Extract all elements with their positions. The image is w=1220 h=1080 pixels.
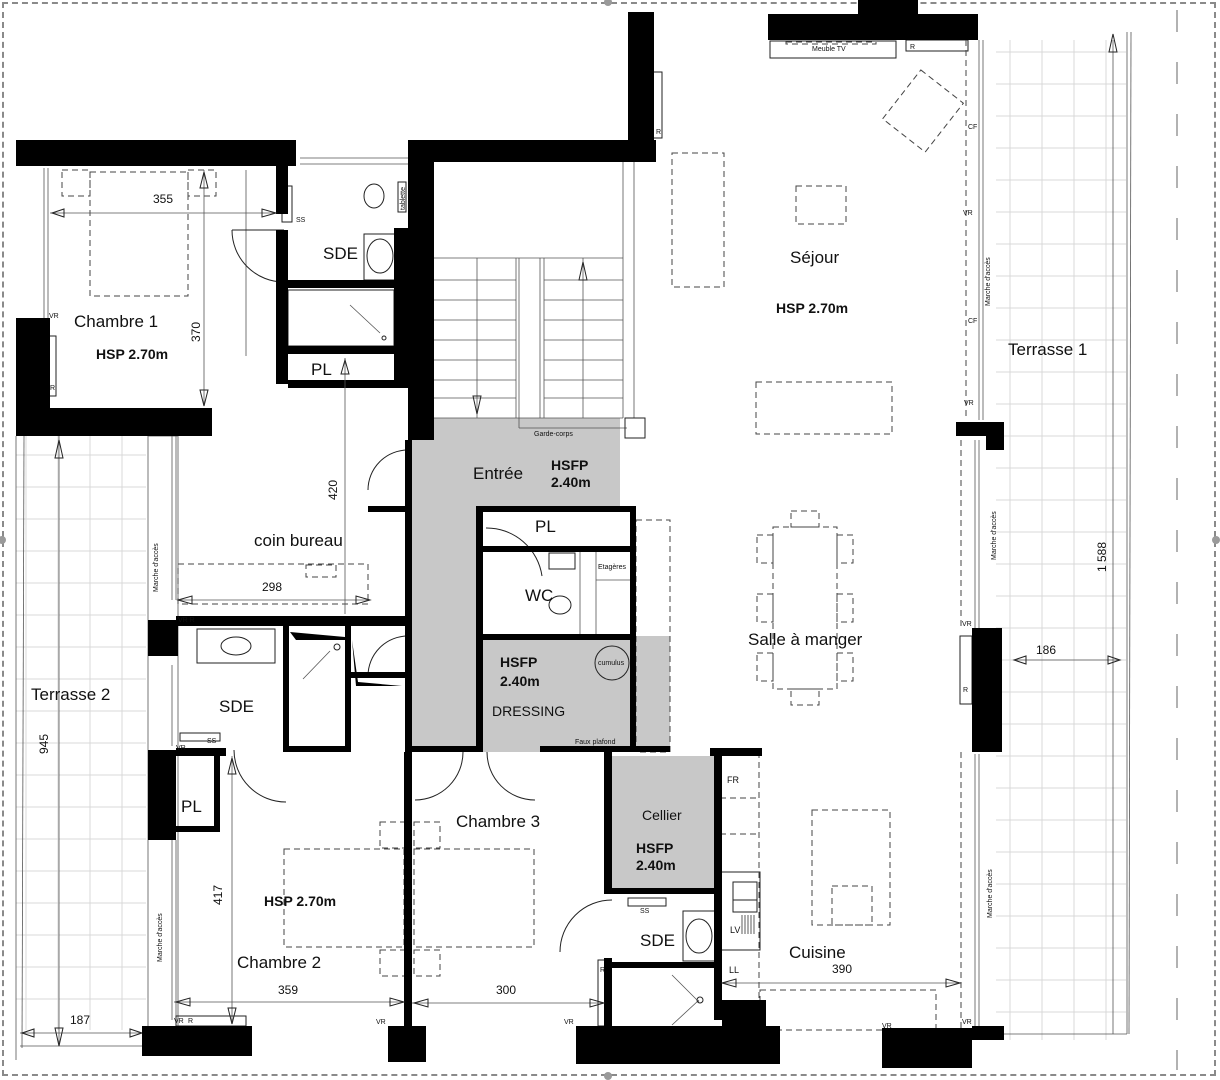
cellier-hsfp: HSFP bbox=[636, 840, 673, 856]
terrasse1-step-1: Marche d'accès bbox=[985, 257, 992, 306]
sde2-label: SDE bbox=[219, 697, 254, 716]
chambre2-r: R bbox=[188, 1018, 193, 1025]
chambre2-vr-2: VR bbox=[376, 1019, 386, 1026]
washer-label: LL bbox=[729, 965, 739, 975]
chambre2-label: Chambre 2 bbox=[237, 953, 321, 972]
cuisine-vr-1: VR bbox=[882, 1023, 892, 1030]
terrace-1-tiles bbox=[996, 10, 1178, 1070]
labels: Chambre 1 HSP 2.70m 355 370 VR R SDE SS … bbox=[31, 44, 1109, 1030]
sejour-r-left: R bbox=[656, 129, 661, 136]
chambre1-dim-w: 355 bbox=[153, 192, 173, 206]
dishwasher-label: LV bbox=[730, 925, 740, 935]
entree-height: 2.40m bbox=[551, 474, 591, 490]
staircase: Garde-corps bbox=[434, 160, 646, 439]
dressing-hsfp: HSFP bbox=[500, 654, 537, 670]
etageres-label: Etagères bbox=[598, 564, 627, 571]
cuisine-vr-2: VR bbox=[962, 1019, 972, 1026]
dressing-shade bbox=[480, 636, 670, 752]
entree-hsfp: HSFP bbox=[551, 457, 588, 473]
terrasse2-step-1: Marche d'accès bbox=[153, 543, 160, 592]
coin-bureau-dim-w: 298 bbox=[262, 580, 282, 594]
chambre3-label: Chambre 3 bbox=[456, 812, 540, 831]
sde2-vr: VR bbox=[176, 745, 186, 752]
sde3-label: SDE bbox=[640, 931, 675, 950]
sejour-cf-2: CF bbox=[968, 318, 977, 325]
furniture bbox=[61, 41, 965, 1031]
cellier-shade bbox=[612, 756, 716, 894]
cellier-label: Cellier bbox=[642, 807, 682, 823]
fridge-label: FR bbox=[727, 775, 739, 785]
terrasse1-dim-length: 1 588 bbox=[1095, 542, 1109, 572]
resize-handle-bottom[interactable] bbox=[604, 1072, 612, 1080]
salle-a-manger-label: Salle à manger bbox=[748, 630, 863, 649]
chambre1-dim-h: 370 bbox=[189, 322, 203, 342]
meuble-tv-label: Meuble TV bbox=[812, 46, 846, 53]
chambre2-dim-h: 417 bbox=[211, 885, 225, 905]
entree-label: Entrée bbox=[473, 464, 523, 483]
chambre3-vr: VR bbox=[564, 1019, 574, 1026]
coin-bureau-vr-r: VR R bbox=[178, 617, 195, 624]
chambre2-vr: VR bbox=[174, 1018, 184, 1025]
sejour-r-top: R bbox=[910, 44, 915, 51]
coin-bureau-dim-h: 420 bbox=[326, 480, 340, 500]
sde3-r: R bbox=[600, 967, 605, 974]
resize-handle-right[interactable] bbox=[1212, 536, 1220, 544]
sde2-ss: SS bbox=[207, 738, 217, 745]
sejour-label: Séjour bbox=[790, 248, 839, 267]
terrace-2-tiles bbox=[15, 435, 179, 1060]
chambre1-r: R bbox=[50, 385, 55, 392]
entree-shade bbox=[412, 418, 620, 752]
terrasse2-dim-length: 945 bbox=[37, 734, 51, 754]
cumulus-label: cumulus bbox=[598, 660, 625, 667]
chambre1-vr: VR bbox=[49, 313, 59, 320]
terrasse2-dim-width: 187 bbox=[70, 1013, 90, 1027]
sde3-ss: SS bbox=[640, 908, 650, 915]
sejour-vr-1: VR bbox=[963, 210, 973, 217]
terrasse2-step-2: Marche d'accès bbox=[157, 913, 164, 962]
salle-r: R bbox=[963, 687, 968, 694]
faux-plafond-label: Faux plafond bbox=[575, 739, 616, 746]
cuisine-dim-w: 390 bbox=[832, 962, 852, 976]
sde1-ss: SS bbox=[296, 217, 306, 224]
pl1-label: PL bbox=[311, 360, 332, 379]
garde-corps-label: Garde-corps bbox=[534, 431, 573, 438]
sde1-label: SDE bbox=[323, 244, 358, 263]
salle-vr: VR bbox=[962, 621, 972, 628]
terrasse1-dim-width: 186 bbox=[1036, 643, 1056, 657]
coin-bureau-label: coin bureau bbox=[254, 531, 343, 550]
dressing-label: DRESSING bbox=[492, 703, 565, 719]
terrasse2-label: Terrasse 2 bbox=[31, 685, 110, 704]
fixtures bbox=[43, 39, 984, 1030]
resize-handle-top[interactable] bbox=[604, 0, 612, 6]
terrasse1-label: Terrasse 1 bbox=[1008, 340, 1087, 359]
sejour-vr-2: VR bbox=[964, 400, 974, 407]
cellier-height: 2.40m bbox=[636, 857, 676, 873]
terrasse1-step-3: Marche d'accès bbox=[987, 869, 994, 918]
chambre3-dim-w: 300 bbox=[496, 983, 516, 997]
pl3-label: PL bbox=[181, 797, 202, 816]
chambre2-dim-w: 359 bbox=[278, 983, 298, 997]
chambre1-label: Chambre 1 bbox=[74, 312, 158, 331]
sejour-cf-1: CF bbox=[968, 124, 977, 131]
terrasse1-step-2: Marche d'accès bbox=[991, 511, 998, 560]
chambre1-height: HSP 2.70m bbox=[96, 346, 168, 362]
sde1-tablette: tablette bbox=[400, 187, 407, 210]
resize-handle-left[interactable] bbox=[0, 536, 6, 544]
dressing-height: 2.40m bbox=[500, 673, 540, 689]
dimension-lines bbox=[50, 170, 962, 1025]
sejour-height: HSP 2.70m bbox=[776, 300, 848, 316]
cuisine-label: Cuisine bbox=[789, 943, 846, 962]
walls bbox=[16, 0, 1004, 1068]
wc-label: WC bbox=[525, 586, 553, 605]
pl2-label: PL bbox=[535, 517, 556, 536]
chambre2-height: HSP 2.70m bbox=[264, 893, 336, 909]
